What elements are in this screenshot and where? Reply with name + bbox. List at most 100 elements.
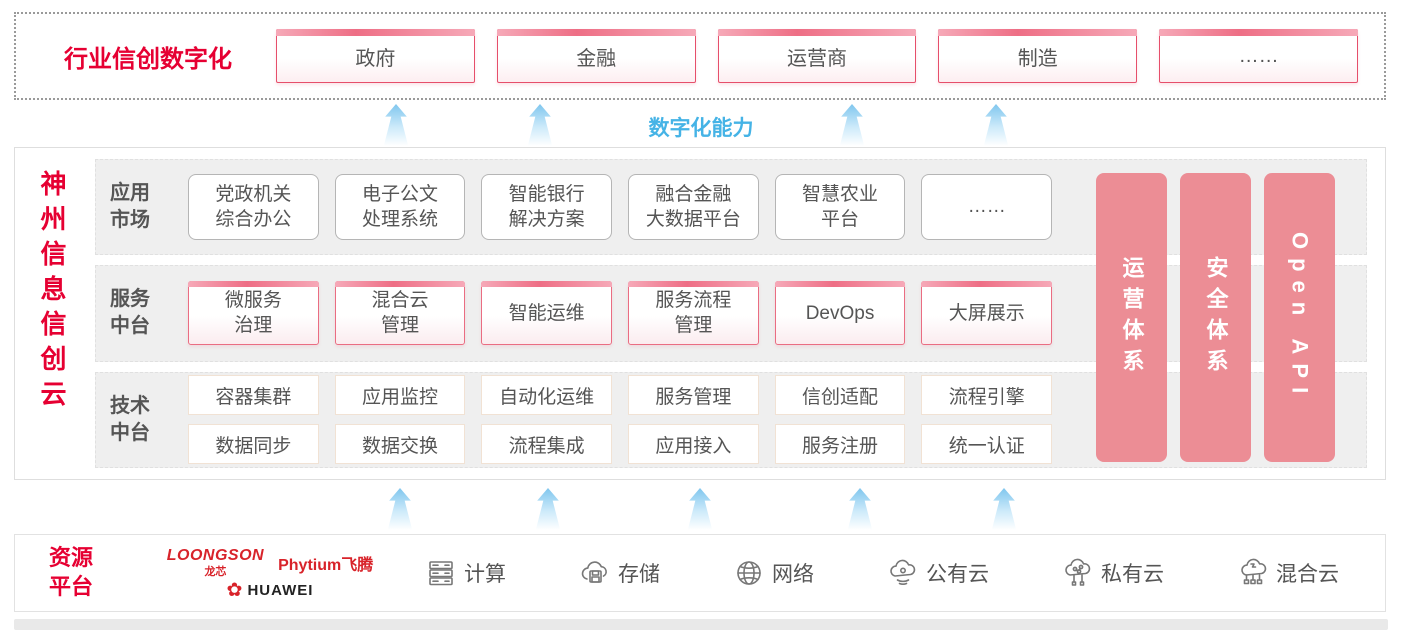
tech-box-data-sync[interactable]: 数据同步 — [188, 424, 319, 465]
row-technology-platform: 技术 中台 容器集群 应用监控 自动化运维 服务管理 信创适配 流程引擎 数据同… — [95, 371, 1367, 468]
tech-box-process-integration[interactable]: 流程集成 — [481, 424, 613, 465]
side-bar-operations-system[interactable]: 运营体系 — [1096, 173, 1167, 462]
svc-box-line: 微服务 — [224, 289, 282, 311]
app-box-smart-banking[interactable]: 智能银行解决方案 — [481, 174, 613, 241]
app-box-line: 解决方案 — [508, 209, 585, 231]
svc-box-dashboard-display[interactable]: 大屏展示 — [921, 281, 1053, 346]
resource-item-private-cloud: 私有云 — [1062, 557, 1164, 589]
svc-box-line: 治理 — [234, 315, 273, 337]
svc-box-intelligent-ops[interactable]: 智能运维 — [481, 281, 613, 346]
resource-item-network: 网络 — [733, 557, 814, 589]
sector-top-strip — [938, 29, 1138, 36]
up-arrow-icon — [847, 488, 873, 530]
side-bar-label: 运营体系 — [1119, 255, 1145, 380]
tech-box-automated-ops[interactable]: 自动化运维 — [481, 375, 613, 416]
app-box-line: 党政机关 — [215, 183, 292, 205]
tech-box-app-access[interactable]: 应用接入 — [628, 424, 759, 465]
resource-item-label: 公有云 — [926, 563, 989, 586]
app-box-line: 处理系统 — [362, 209, 439, 231]
tech-box-service-mgmt[interactable]: 服务管理 — [628, 375, 759, 416]
sector-top-strip — [276, 29, 475, 36]
up-arrow-icon — [991, 488, 1017, 530]
svc-box-microservice-governance[interactable]: 微服务治理 — [188, 281, 319, 346]
tech-box-xinchuang-adaptation[interactable]: 信创适配 — [774, 375, 906, 416]
svc-box-line: 大屏展示 — [948, 302, 1025, 324]
app-box-party-gov-office[interactable]: 党政机关综合办公 — [188, 174, 319, 241]
app-box-finance-bigdata[interactable]: 融合金融大数据平台 — [628, 174, 759, 241]
tech-box-label: 信创适配 — [802, 386, 879, 408]
sector-label: 运营商 — [786, 47, 847, 70]
tech-box-label: 自动化运维 — [499, 386, 595, 408]
up-arrow-icon — [535, 488, 561, 530]
up-arrow-icon — [687, 488, 713, 530]
svc-top-strip — [188, 281, 319, 288]
svc-box-line: 管理 — [674, 315, 713, 337]
svc-top-strip — [628, 281, 759, 288]
resource-item-public-cloud: 公有云 — [887, 557, 989, 589]
app-box-edoc-system[interactable]: 电子公文处理系统 — [334, 174, 466, 241]
tech-box-label: 流程引擎 — [948, 386, 1025, 408]
tech-box-label: 容器集群 — [215, 386, 292, 408]
resource-item-compute: 计算 — [425, 557, 506, 589]
industry-sector-band: 行业信创数字化 政府 金融 运营商 制造 …… — [14, 12, 1386, 100]
tech-box-container-cluster[interactable]: 容器集群 — [188, 375, 319, 416]
svc-box-devops[interactable]: DevOps — [774, 281, 906, 346]
svc-top-strip — [774, 281, 906, 288]
public-cloud-icon — [890, 559, 916, 585]
tech-box-app-monitoring[interactable]: 应用监控 — [334, 375, 466, 416]
service-items: 微服务治理 混合云管理 智能运维 服务流程管理 DevOps 大屏展示 — [188, 281, 1053, 346]
sector-box-operator[interactable]: 运营商 — [717, 29, 917, 83]
tech-box-unified-auth[interactable]: 统一认证 — [921, 424, 1053, 465]
svc-top-strip — [921, 281, 1053, 288]
sector-top-strip — [1159, 29, 1358, 36]
resource-item-hybrid-cloud: 混合云 — [1237, 557, 1339, 589]
side-bar-open-api[interactable]: Open API — [1264, 173, 1335, 462]
side-bar-security-system[interactable]: 安全体系 — [1180, 173, 1251, 462]
svc-box-line: 混合云 — [371, 289, 429, 311]
industry-band-title: 行业信创数字化 — [64, 45, 232, 73]
app-box-smart-agriculture[interactable]: 智慧农业平台 — [774, 174, 906, 241]
tech-box-label: 服务管理 — [655, 386, 732, 408]
resource-item-label: 私有云 — [1101, 563, 1164, 586]
tech-box-label: 应用监控 — [362, 386, 439, 408]
resource-item-label: 网络 — [772, 563, 814, 586]
app-box-line: …… — [967, 196, 1006, 218]
resource-items: 计算 存储 网络 公有云 — [425, 557, 1339, 589]
platform-main-box: 神州信息信创云 应用 市场 党政机关综合办公 电子公文处理系统 智能银行解决方案… — [14, 147, 1386, 480]
svc-box-service-process-mgmt[interactable]: 服务流程管理 — [628, 281, 759, 346]
huawei-wordmark: HUAWEI — [247, 581, 314, 599]
row-label-line: 中台 — [110, 421, 150, 444]
hybrid-cloud-icon — [1241, 558, 1267, 585]
row-label: 应用 市场 — [110, 180, 172, 234]
tech-box-data-exchange[interactable]: 数据交换 — [334, 424, 466, 465]
tech-box-service-registry[interactable]: 服务注册 — [774, 424, 906, 465]
sector-box-government[interactable]: 政府 — [276, 29, 475, 83]
svc-box-line: 智能运维 — [508, 302, 585, 324]
tech-box-process-engine[interactable]: 流程引擎 — [921, 375, 1053, 416]
sector-box-finance[interactable]: 金融 — [496, 29, 696, 83]
tech-line-1: 容器集群 应用监控 自动化运维 服务管理 信创适配 流程引擎 — [188, 375, 1053, 416]
side-bars: 运营体系 安全体系 Open API — [1096, 173, 1335, 462]
bottom-divider-bar — [14, 619, 1388, 630]
loongson-cn-label: 龙芯 — [204, 565, 227, 578]
tech-box-label: 应用接入 — [655, 435, 732, 457]
technology-items: 容器集群 应用监控 自动化运维 服务管理 信创适配 流程引擎 数据同步 数据交换… — [188, 375, 1053, 465]
loongson-logo: LOONGSON 龙芯 — [167, 547, 264, 579]
svc-box-hybrid-cloud-mgmt[interactable]: 混合云管理 — [334, 281, 466, 346]
row-label-line: 市场 — [110, 209, 150, 232]
sector-top-strip — [496, 29, 696, 36]
row-label: 技术 中台 — [110, 393, 172, 447]
platform-title: 神州信息信创云 — [37, 170, 67, 415]
huawei-flower-icon: ✿ — [226, 579, 243, 601]
private-cloud-icon — [1065, 558, 1091, 586]
svc-box-line: 管理 — [381, 315, 420, 337]
tech-box-label: 数据交换 — [362, 435, 439, 457]
sector-label: …… — [1238, 44, 1279, 67]
network-globe-icon — [737, 561, 761, 585]
sector-box-more[interactable]: …… — [1159, 29, 1358, 83]
app-box-line: 大数据平台 — [645, 209, 741, 231]
sector-label: 制造 — [1017, 47, 1058, 70]
app-box-more[interactable]: …… — [921, 174, 1053, 241]
vendor-logos: LOONGSON 龙芯 Phytium飞腾 ✿ HUAWEI — [145, 547, 395, 600]
sector-box-manufacturing[interactable]: 制造 — [938, 29, 1138, 83]
